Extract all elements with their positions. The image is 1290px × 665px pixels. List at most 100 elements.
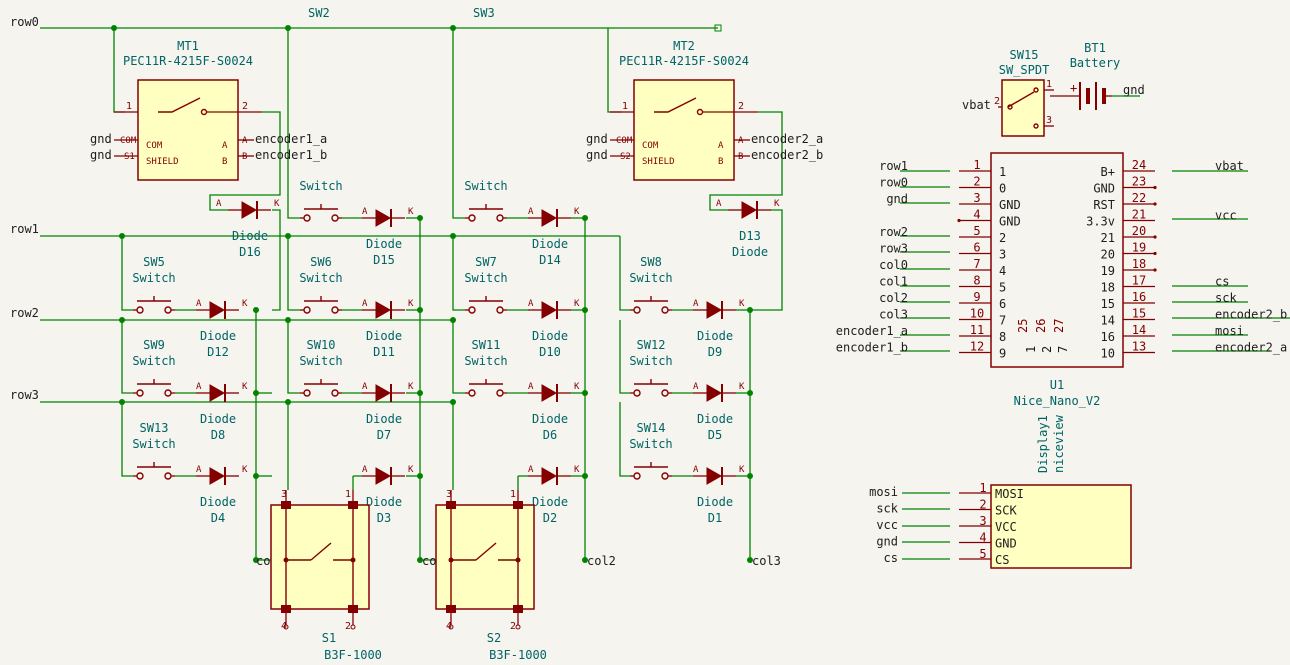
button-pin2: 2	[510, 621, 516, 632]
tactile-button[interactable]: 3 1 4 2 S2 B3F-1000	[435, 489, 547, 662]
diode-pin-k: K	[574, 299, 580, 309]
net-col3: col3	[752, 554, 781, 568]
display[interactable]: Display1 niceview	[990, 414, 1132, 569]
mcu-pin-number: 18	[1132, 257, 1146, 271]
power-switch[interactable]: SW15 SW_SPDT 2 1 3 vbat	[962, 48, 1054, 137]
diode-pin-k: K	[739, 465, 745, 475]
button-pin1: 1	[510, 489, 516, 500]
encoder-pin-a: A	[738, 136, 744, 146]
mcu-pin-number: 24	[1132, 158, 1146, 172]
mcu-net-left: row2	[879, 225, 908, 239]
diode-pin-k: K	[774, 199, 780, 209]
key-switch[interactable]: Switch	[299, 179, 343, 222]
encoder-pin2: 2	[738, 101, 744, 112]
display-pin-label: GND	[995, 537, 1017, 551]
switch-ref: SW12	[637, 338, 666, 352]
mcu-pin-number: 6	[973, 241, 980, 255]
mcu-pin-label: 3.3v	[1086, 215, 1115, 229]
switch-value: Switch	[299, 354, 342, 368]
mcu-pin-number: 20	[1132, 224, 1146, 238]
mcu-net-left: encoder1_a	[836, 324, 908, 338]
button-pin3: 3	[281, 489, 287, 500]
display-pin-label: CS	[995, 553, 1009, 567]
svg-text:+: +	[1070, 81, 1077, 95]
switch-value: Switch	[132, 354, 175, 368]
mcu-pin-number: 8	[973, 274, 980, 288]
diode-ref: D9	[708, 345, 722, 359]
mcu-bottom-pin: 25	[1016, 319, 1030, 333]
mcu-pin-label: 18	[1101, 281, 1115, 295]
diode-value: Diode	[200, 412, 236, 426]
mcu-net-right: vcc	[1215, 209, 1237, 223]
diode-pin-a: A	[196, 382, 202, 392]
diode-ref: D10	[539, 345, 561, 359]
mcu-pin-label: 6	[999, 297, 1006, 311]
diode-ref: D16	[239, 245, 261, 259]
mcu-pin-label: GND	[999, 215, 1021, 229]
battery-net: gnd	[1123, 83, 1145, 97]
display-value: niceview	[1052, 414, 1066, 473]
switch-ref: SW11	[472, 338, 501, 352]
diode-ref: D1	[708, 511, 722, 525]
switch-ref: SW8	[640, 255, 662, 269]
diode-pin-a: A	[693, 299, 699, 309]
display-net: cs	[884, 551, 898, 565]
diode-value: Diode	[697, 412, 733, 426]
tactile-button[interactable]: 3 1 4 2 S1 B3F-1000	[270, 489, 382, 662]
encoder-ref: MT2	[673, 39, 695, 53]
encoder-shield-label: SHIELD	[642, 157, 675, 167]
switch-ref: SW7	[475, 255, 497, 269]
diode-value: Diode	[200, 329, 236, 343]
diode-pin-a: A	[528, 382, 534, 392]
mcu-pin-label: GND	[1093, 182, 1115, 196]
encoder-net-a: encoder2_a	[751, 132, 823, 146]
encoder-pin1: 1	[126, 101, 132, 112]
encoder-a-label: A	[222, 141, 228, 151]
diode-pin-a: A	[362, 382, 368, 392]
mcu-pin-label: 21	[1101, 231, 1115, 245]
diode-pin-k: K	[274, 199, 280, 209]
mcu-net-right: sck	[1215, 291, 1237, 305]
mcu-pin-number: 4	[973, 208, 980, 222]
rotary-encoder[interactable]: MT2 PEC11R-4215F-S0024 1 2 COM S2 A B CO…	[586, 39, 823, 181]
encoder-pin-b: B	[738, 152, 743, 162]
mcu-net-right: encoder2_a	[1215, 341, 1287, 355]
encoder-b-label: B	[718, 157, 723, 167]
mcu-net-left: encoder1_b	[836, 341, 908, 355]
power-switch-ref: SW15	[1010, 48, 1039, 62]
mcu-pin-label: 8	[999, 330, 1006, 344]
key-switch[interactable]: Switch	[464, 179, 508, 222]
button-value: B3F-1000	[489, 648, 547, 662]
encoder-net-com: gnd	[90, 132, 112, 146]
mcu-pin-number: 5	[973, 224, 980, 238]
switch-ref: SW5	[143, 255, 165, 269]
mcu-net-left: row3	[879, 242, 908, 256]
display-net: gnd	[876, 535, 898, 549]
mcu-pin-label: 4	[999, 264, 1006, 278]
diode-pin-a: A	[362, 465, 368, 475]
rotary-encoder[interactable]: MT1 PEC11R-4215F-S0024 1 2 COM S1 A B CO…	[90, 39, 327, 181]
diode-value: Diode	[200, 495, 236, 509]
battery-ref: BT1	[1084, 41, 1106, 55]
mcu-pin-number: 3	[973, 191, 980, 205]
mcu-pin-label: 5	[999, 281, 1006, 295]
power-switch-pin3: 3	[1046, 115, 1052, 126]
switch-value: Switch	[464, 354, 507, 368]
diode-value: Diode	[366, 412, 402, 426]
